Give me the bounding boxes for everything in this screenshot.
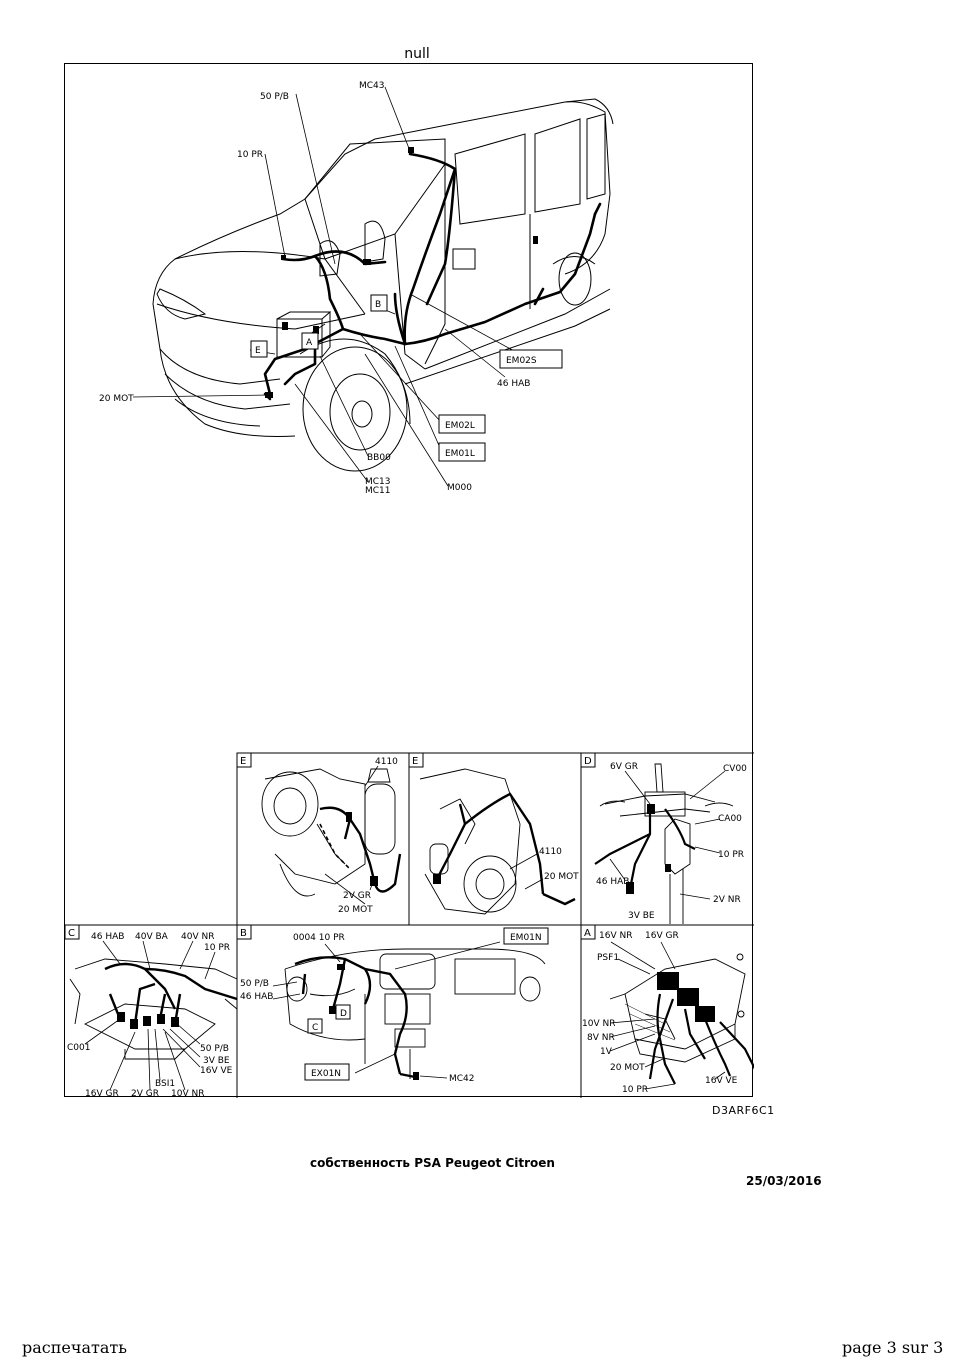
panel-e2-letter: E xyxy=(412,756,418,767)
panel-a-label-20mot: 20 MOT xyxy=(610,1063,645,1073)
print-date: 25/03/2016 xyxy=(746,1174,822,1188)
box-b: B xyxy=(375,300,381,310)
panel-d-label-6vgr: 6V GR xyxy=(610,762,638,772)
label-mc13: MC13 xyxy=(365,477,391,487)
drawing-code: D3ARF6C1 xyxy=(712,1104,775,1117)
panel-a-label-16vgr: 16V GR xyxy=(645,931,679,941)
box-em01l: EM01L xyxy=(445,449,475,459)
panel-e1-letter: E xyxy=(240,756,246,767)
panel-tags: E E D C B A xyxy=(64,752,596,940)
label-m000: M000 xyxy=(447,483,472,493)
box-em02l: EM02L xyxy=(445,421,475,431)
panel-c-label-40vba: 40V BA xyxy=(135,932,169,942)
panel-c-label-c001: C001 xyxy=(67,1043,90,1053)
panel-b-label-mc42: MC42 xyxy=(449,1074,475,1084)
label-46hab: 46 HAB xyxy=(497,379,530,389)
panel-b-box-em01n: EM01N xyxy=(510,933,542,943)
panel-c-label-50pb: 50 P/B xyxy=(200,1044,229,1054)
panel-b-box-ex01n: EX01N xyxy=(311,1069,341,1079)
panel-a-label-16vnr: 16V NR xyxy=(599,931,632,941)
panel-b: 0004 10 PR 50 P/B 46 HAB MC42 EM01N EX01… xyxy=(240,927,549,1084)
label-10pr: 10 PR xyxy=(237,150,263,160)
panel-c-label-16vve: 16V VE xyxy=(200,1066,233,1076)
label-50pb: 50 P/B xyxy=(260,92,289,102)
panel-d-label-cv00: CV00 xyxy=(723,764,747,774)
box-em02s: EM02S xyxy=(506,356,537,366)
vehicle-main-view xyxy=(152,98,614,472)
panel-c-label-bsi1: BSI1 xyxy=(155,1079,175,1089)
panel-b-box-c: C xyxy=(312,1023,318,1033)
panel-d-label-2vnr: 2V NR xyxy=(713,895,741,905)
panel-a: 16V NR 16V GR PSF1 10V NR 8V NR 1V 20 MO… xyxy=(582,931,756,1095)
panel-e1-label-4110: 4110 xyxy=(375,757,398,767)
panel-c-label-2vgr: 2V GR xyxy=(131,1089,159,1098)
main-leader-lines xyxy=(132,86,528,487)
panel-e1-label-20mot: 20 MOT xyxy=(338,905,373,915)
panel-d-label-3vbe: 3V BE xyxy=(628,911,655,921)
label-bb00: BB00 xyxy=(367,453,391,463)
diagram-frame: 50 P/B MC43 10 PR 20 MOT 46 HAB BB00 MC1… xyxy=(64,63,756,1099)
label-mc43: MC43 xyxy=(359,81,385,91)
panel-c-label-40vnr: 40V NR xyxy=(181,932,214,942)
panel-c-label-46hab: 46 HAB xyxy=(91,932,124,942)
panel-c-label-10vnr: 10V NR xyxy=(171,1089,204,1098)
panel-a-label-10pr: 10 PR xyxy=(622,1085,648,1095)
panel-d: 6V GR CV00 CA00 10 PR 46 HAB 2V NR 3V BE xyxy=(594,762,747,924)
panel-e1-label-2vgr: 2V GR xyxy=(343,891,371,901)
panel-e2-label-4110: 4110 xyxy=(539,847,562,857)
document-title: null xyxy=(404,46,430,62)
panel-b-label-50pb: 50 P/B xyxy=(240,979,269,989)
panel-b-label-46hab: 46 HAB xyxy=(240,992,273,1002)
panel-c-label-16vgr: 16V GR xyxy=(85,1089,119,1098)
panel-b-letter: B xyxy=(240,928,247,939)
box-a: A xyxy=(306,338,313,348)
main-boxes: EM02S EM02L EM01L B A E xyxy=(250,294,563,462)
page-number: page 3 sur 3 xyxy=(842,1338,944,1357)
panel-d-label-10pr: 10 PR xyxy=(718,850,744,860)
panel-a-label-1v: 1V xyxy=(600,1047,613,1057)
panel-e2: 4110 20 MOT xyxy=(419,768,579,915)
property-notice: собственность PSA Peugeot Citroen xyxy=(310,1156,555,1170)
panel-c: 46 HAB 40V BA 40V NR 10 PR C001 50 P/B 3… xyxy=(67,932,238,1099)
panel-e1: 4110 2V GR 20 MOT xyxy=(261,757,402,915)
box-e: E xyxy=(255,346,261,356)
panel-d-letter: D xyxy=(584,756,592,767)
panel-c-letter: C xyxy=(68,928,75,939)
label-mc11: MC11 xyxy=(365,486,391,496)
wiring-diagram: 50 P/B MC43 10 PR 20 MOT 46 HAB BB00 MC1… xyxy=(64,81,756,1099)
panel-a-label-psf1: PSF1 xyxy=(597,953,619,963)
panel-b-box-d: D xyxy=(340,1009,347,1019)
panel-b-label-0004-10pr: 0004 10 PR xyxy=(293,933,345,943)
panel-a-letter: A xyxy=(584,928,591,939)
panel-c-label-10pr: 10 PR xyxy=(204,943,230,953)
label-20mot: 20 MOT xyxy=(99,394,134,404)
panel-d-label-46hab: 46 HAB xyxy=(596,877,629,887)
print-link[interactable]: распечатать xyxy=(22,1338,127,1357)
panel-c-label-3vbe: 3V BE xyxy=(203,1056,230,1066)
panel-a-label-10vnr: 10V NR xyxy=(582,1019,615,1029)
panel-e2-label-20mot: 20 MOT xyxy=(544,872,579,882)
engine-bay xyxy=(276,311,332,358)
panel-a-label-16vve: 16V VE xyxy=(705,1076,738,1086)
main-labels: 50 P/B MC43 10 PR 20 MOT 46 HAB BB00 MC1… xyxy=(99,81,530,496)
panel-d-label-ca00: CA00 xyxy=(718,814,742,824)
panel-a-label-8vnr: 8V NR xyxy=(587,1033,615,1043)
